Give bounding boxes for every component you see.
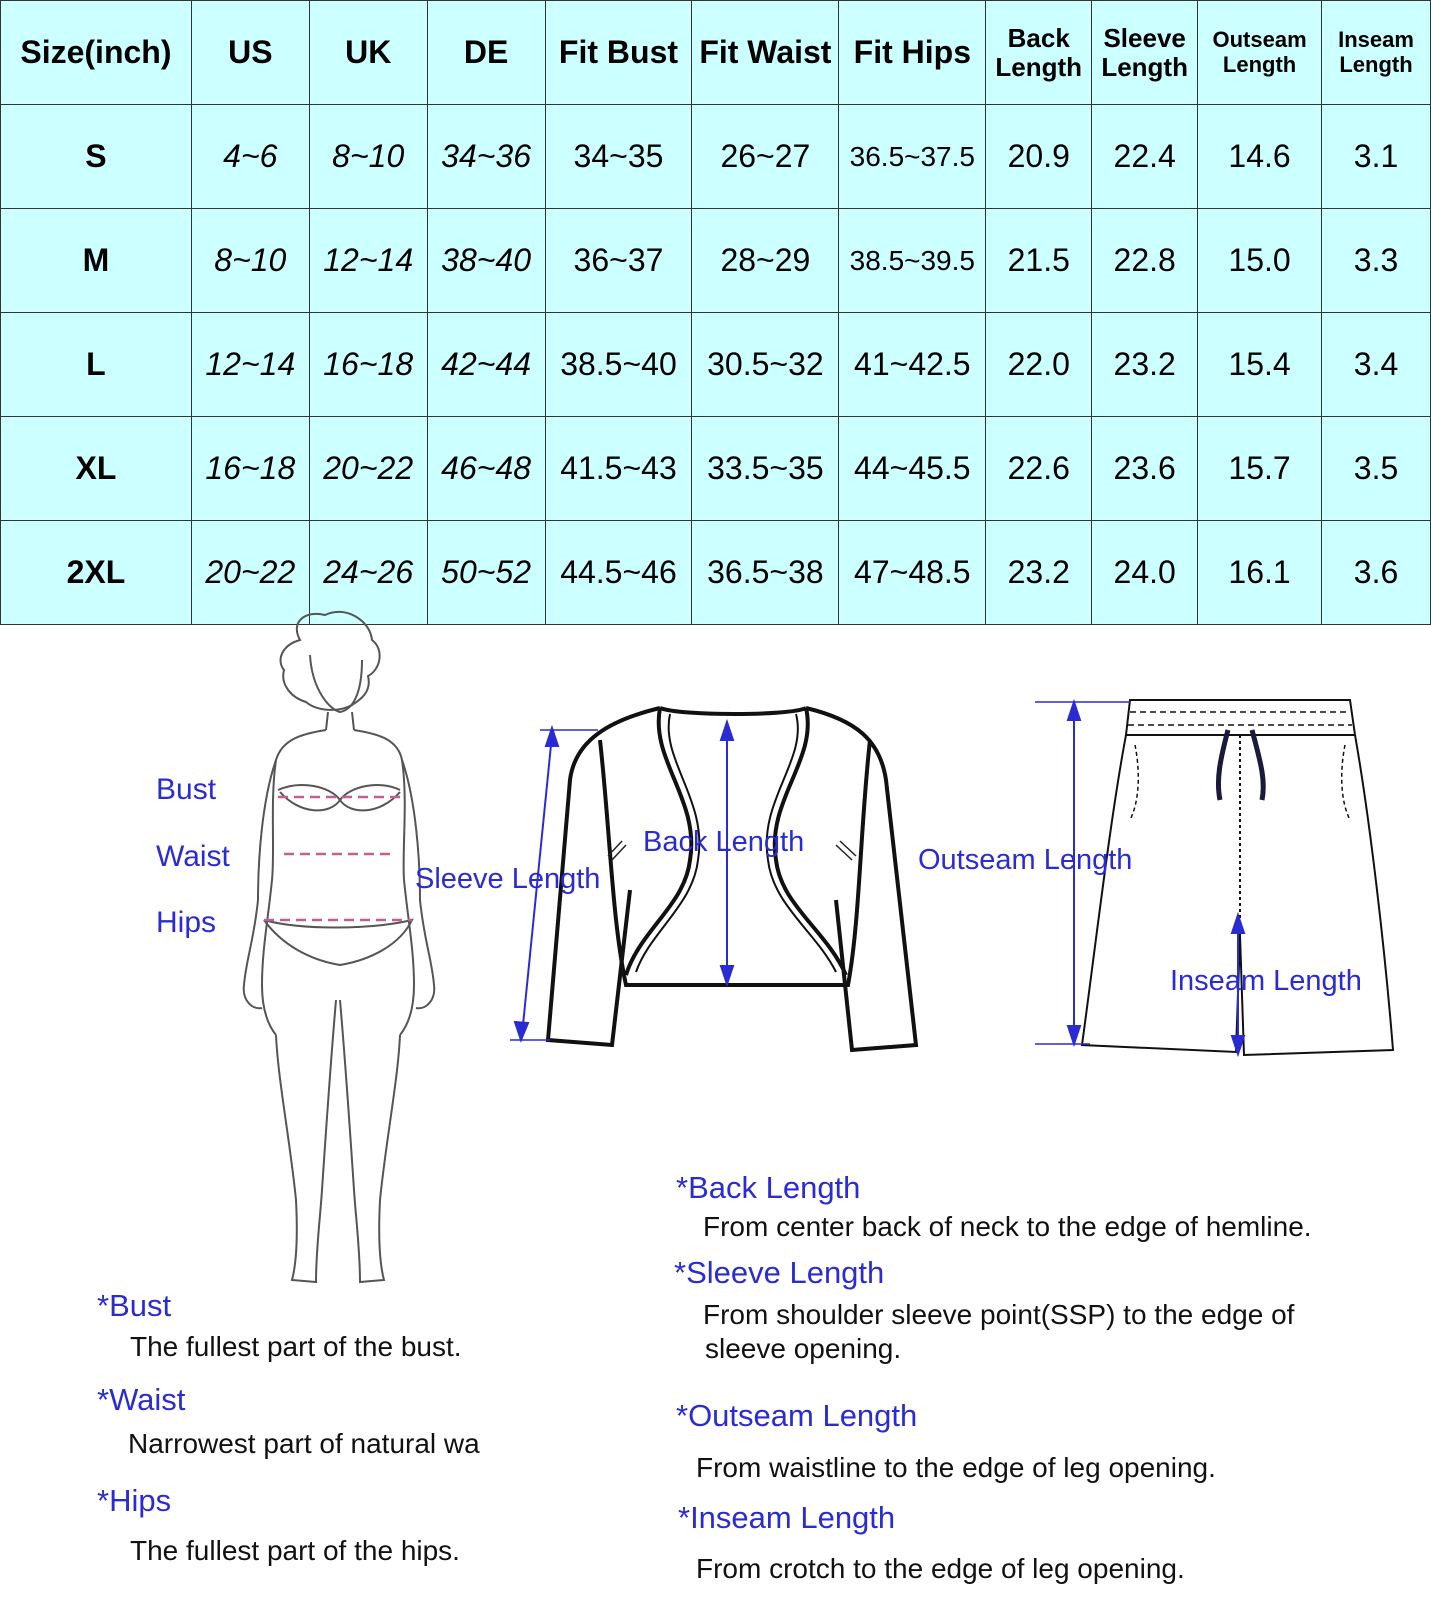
cell-inseam-length: 3.6	[1321, 520, 1431, 625]
cell-uk: 12~14	[308, 208, 428, 313]
outseam-length-definition-text: From waistline to the edge of leg openin…	[696, 1452, 1216, 1483]
sleeve-length-label: Sleeve Length	[415, 863, 601, 895]
cell-fit-waist: 28~29	[691, 208, 840, 313]
header-sleeve-length: Sleeve Length	[1091, 0, 1199, 105]
cell-fit-waist: 30.5~32	[691, 312, 840, 417]
waist-definition-heading: *Waist	[97, 1382, 186, 1417]
cell-fit-bust: 38.5~40	[544, 312, 693, 417]
cell-uk: 20~22	[308, 416, 428, 521]
outseam-length-label: Outseam Length	[918, 844, 1133, 876]
outseam-length-definition-heading: *Outseam Length	[676, 1398, 918, 1433]
jacket-drawing	[545, 706, 919, 1053]
inseam-length-label: Inseam Length	[1170, 965, 1362, 997]
header-uk: UK	[308, 0, 428, 105]
header-fit-waist: Fit Waist	[691, 0, 840, 105]
back-length-label: Back Length	[643, 826, 805, 858]
cell-de: 34~36	[426, 104, 546, 209]
cell-back-length: 23.2	[985, 520, 1093, 625]
body-measure-lines	[264, 795, 412, 922]
cell-fit-hips: 38.5~39.5	[838, 208, 987, 313]
hips-definition-heading: *Hips	[97, 1483, 172, 1518]
bust-definition-text: The fullest part of the bust.	[130, 1331, 462, 1362]
inseam-length-definition-heading: *Inseam Length	[678, 1500, 896, 1535]
cell-fit-hips: 47~48.5	[838, 520, 987, 625]
cell-sleeve-length: 22.4	[1091, 104, 1199, 209]
cell-de: 42~44	[426, 312, 546, 417]
cell-back-length: 20.9	[985, 104, 1093, 209]
cell-size: 2XL	[0, 520, 192, 625]
drawstring	[1215, 729, 1266, 801]
cell-us: 4~6	[190, 104, 310, 209]
sleeve-length-definition-line2: sleeve opening.	[705, 1333, 902, 1364]
cell-outseam-length: 15.4	[1197, 312, 1323, 417]
cell-us: 12~14	[190, 312, 310, 417]
waist-definition-text: Narrowest part of natural wa	[128, 1428, 480, 1459]
header-size: Size(inch)	[0, 0, 192, 105]
cell-de: 46~48	[426, 416, 546, 521]
cell-back-length: 21.5	[985, 208, 1093, 313]
sleeve-length-definition-line1: From shoulder sleeve point(SSP) to the e…	[703, 1299, 1295, 1330]
table-header-row: Size(inch) US UK DE Fit Bust Fit Waist F…	[0, 0, 1431, 105]
cell-inseam-length: 3.5	[1321, 416, 1431, 521]
header-back-length: Back Length	[985, 0, 1093, 105]
cell-outseam-length: 15.7	[1197, 416, 1323, 521]
cell-us: 8~10	[190, 208, 310, 313]
cell-sleeve-length: 23.2	[1091, 312, 1199, 417]
cell-fit-waist: 26~27	[691, 104, 840, 209]
cell-back-length: 22.0	[985, 312, 1093, 417]
bust-label: Bust	[156, 773, 217, 806]
cell-inseam-length: 3.3	[1321, 208, 1431, 313]
shorts-measure-arrows	[1035, 698, 1246, 1058]
waist-label: Waist	[156, 840, 230, 873]
cell-fit-hips: 36.5~37.5	[838, 104, 987, 209]
cell-inseam-length: 3.4	[1321, 312, 1431, 417]
cell-fit-waist: 36.5~38	[691, 520, 840, 625]
bust-definition-heading: *Bust	[97, 1288, 172, 1323]
cell-de: 50~52	[426, 520, 546, 625]
body-figure	[242, 610, 436, 1284]
back-length-definition-text: From center back of neck to the edge of …	[703, 1211, 1312, 1242]
cell-outseam-length: 16.1	[1197, 520, 1323, 625]
sleeve-length-definition-heading: *Sleeve Length	[674, 1255, 885, 1290]
cell-size: S	[0, 104, 192, 209]
header-de: DE	[426, 0, 546, 105]
size-chart-table: Size(inch) US UK DE Fit Bust Fit Waist F…	[0, 0, 1431, 625]
header-fit-hips: Fit Hips	[838, 0, 987, 105]
cell-fit-bust: 41.5~43	[544, 416, 693, 521]
cell-sleeve-length: 22.8	[1091, 208, 1199, 313]
cell-outseam-length: 14.6	[1197, 104, 1323, 209]
cell-us: 20~22	[190, 520, 310, 625]
jacket-hooks	[607, 840, 857, 861]
sleeve-length-arrow	[521, 734, 553, 1036]
header-inseam-length: Inseam Length	[1321, 0, 1431, 105]
header-outseam-length: Outseam Length	[1197, 0, 1323, 105]
shorts-drawing	[1080, 699, 1395, 1057]
header-fit-bust: Fit Bust	[544, 0, 693, 105]
cell-fit-hips: 41~42.5	[838, 312, 987, 417]
hips-definition-text: The fullest part of the hips.	[130, 1535, 460, 1566]
cell-outseam-length: 15.0	[1197, 208, 1323, 313]
back-length-definition-heading: *Back Length	[676, 1170, 861, 1205]
cell-fit-hips: 44~45.5	[838, 416, 987, 521]
hips-label: Hips	[156, 906, 217, 939]
cell-size: L	[0, 312, 192, 417]
jacket-measure-arrows	[510, 718, 735, 1043]
cell-fit-bust: 44.5~46	[544, 520, 693, 625]
cell-fit-bust: 34~35	[544, 104, 693, 209]
inseam-length-definition-text: From crotch to the edge of leg opening.	[696, 1553, 1185, 1584]
cell-size: M	[0, 208, 192, 313]
cell-sleeve-length: 24.0	[1091, 520, 1199, 625]
